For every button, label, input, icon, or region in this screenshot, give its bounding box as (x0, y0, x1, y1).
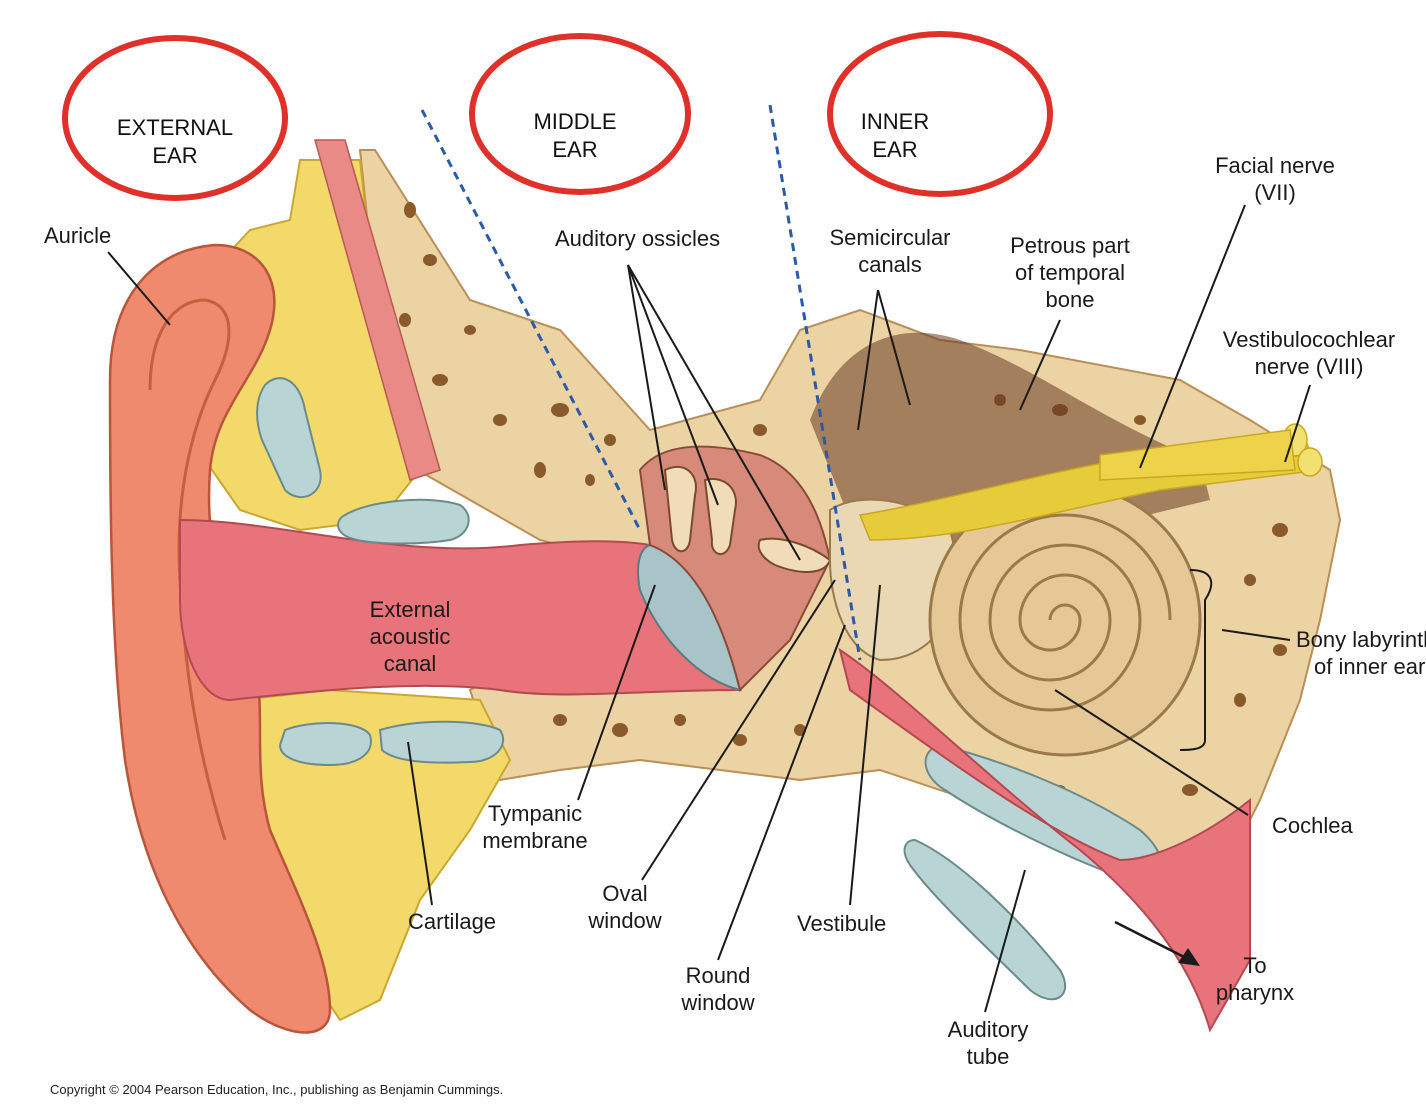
label-petrous-line3: bone (1045, 287, 1095, 312)
pharynx-arrow (1114, 920, 1200, 966)
copyright-notice: Copyright © 2004 Pearson Education, Inc.… (50, 1082, 504, 1097)
label-bony-labyrinth: Bony labyrinth of inner ear (1296, 626, 1426, 680)
divider-middle-inner (768, 104, 862, 661)
label-tympanic-line2: membrane (482, 828, 588, 853)
label-tympanic-membrane: Tympanic membrane (460, 800, 610, 854)
label-vestibulocochlear-line2: nerve (VIII) (1254, 354, 1364, 379)
label-auditory-tube: Auditory tube (928, 1016, 1048, 1070)
divider-external-middle (420, 109, 642, 531)
region-middle-line1: MIDDLE (533, 109, 617, 134)
label-facial-line2: (VII) (1254, 180, 1296, 205)
label-auditory-ossicles: Auditory ossicles (555, 226, 721, 251)
external-ear-circle (62, 35, 288, 201)
auricle-inner-fold (148, 298, 231, 841)
label-petrous-line1: Petrous part (1010, 233, 1130, 258)
region-inner-line2: EAR (872, 137, 918, 162)
label-tube-line2: tube (966, 1044, 1010, 1069)
region-external-line1: EXTERNAL (116, 115, 234, 140)
label-oval-line1: Oval (602, 881, 648, 906)
label-semicircular-line1: Semicircular (829, 225, 951, 250)
bony-labyrinth-bracket (1179, 569, 1213, 751)
label-vestibule: Vestibule (797, 911, 887, 936)
label-tube-line1: Auditory (947, 1017, 1029, 1042)
muscle-strip (314, 139, 441, 481)
label-pharynx-line2: pharynx (1215, 980, 1295, 1005)
label-round-line1: Round (685, 963, 751, 988)
label-vestibulocochlear-line1: Vestibulocochlear (1222, 327, 1396, 352)
middle-ear-circle (469, 33, 691, 195)
label-petrous-bone: Petrous part of temporal bone (990, 232, 1150, 313)
label-cartilage: Cartilage (408, 909, 497, 934)
label-petrous-line2: of temporal (1014, 260, 1126, 285)
auditory-tube-shape (838, 647, 1251, 1033)
nerve-bundle (858, 423, 1323, 541)
label-bony-line1: Bony labyrinth (1296, 627, 1426, 652)
label-to-pharynx: To pharynx (1205, 952, 1305, 1006)
label-round-line2: window (681, 990, 755, 1015)
region-middle-line2: EAR (552, 137, 598, 162)
label-oval-window: Oval window (575, 880, 675, 934)
label-canal-line2: acoustic (369, 624, 451, 649)
label-canal-line3: canal (383, 651, 437, 676)
label-tympanic-line1: Tympanic (487, 801, 583, 826)
region-label-external-ear: EXTERNAL EAR (90, 114, 260, 170)
label-pharynx-line1: To (1243, 953, 1267, 978)
label-facial-nerve: Facial nerve (VII) (1195, 152, 1355, 206)
label-bony-line2: of inner ear (1314, 654, 1426, 679)
label-facial-line1: Facial nerve (1215, 153, 1335, 178)
region-label-middle-ear: MIDDLE EAR (495, 108, 655, 164)
ossicles-shape (663, 465, 832, 573)
label-semicircular-line2: canals (858, 252, 922, 277)
label-canal-line1: External (369, 597, 451, 622)
label-external-acoustic-canal: External acoustic canal (350, 596, 470, 677)
label-round-window: Round window (668, 962, 768, 1016)
label-semicircular-canals: Semicircular canals (810, 224, 970, 278)
inner-ear-circle (827, 31, 1053, 197)
cochlea-shape (928, 483, 1202, 757)
external-canal-shape (179, 518, 742, 702)
label-auricle: Auricle (44, 223, 112, 248)
region-inner-line1: INNER (860, 109, 930, 134)
leader-lines (107, 204, 1311, 1013)
label-cochlea: Cochlea (1272, 813, 1353, 838)
label-vestibulocochlear-nerve: Vestibulocochlear nerve (VIII) (1204, 326, 1414, 380)
label-oval-line2: window (588, 908, 662, 933)
region-label-inner-ear: INNER EAR (815, 108, 975, 164)
region-external-line2: EAR (152, 143, 198, 168)
